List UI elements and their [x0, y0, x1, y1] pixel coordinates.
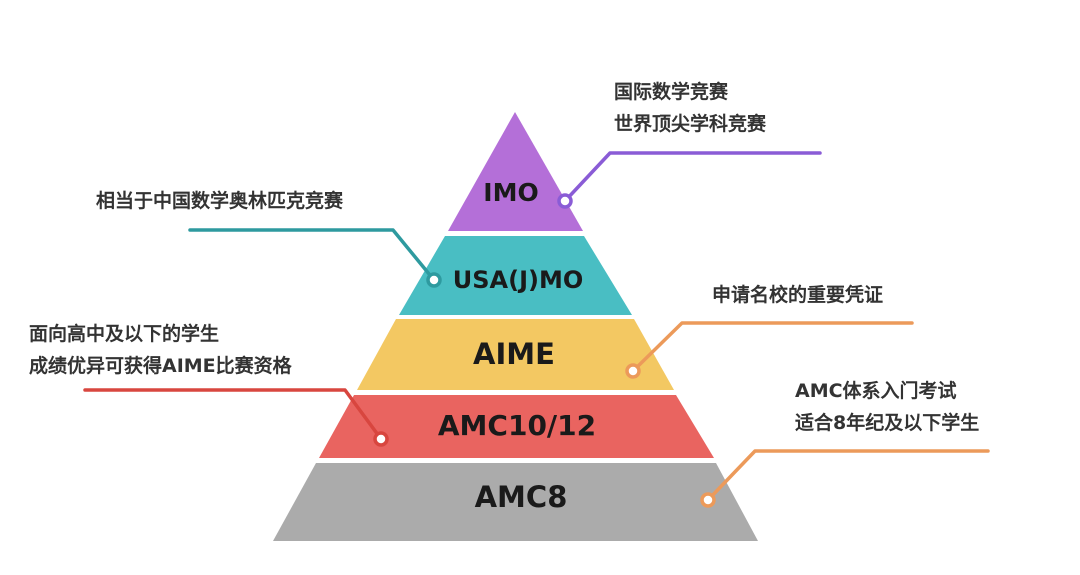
dot-amc1012 [373, 431, 389, 447]
annotation-imo: 国际数学竞赛 世界顶尖学科竞赛 [614, 76, 766, 140]
annotation-aime: 申请名校的重要凭证 [712, 279, 883, 311]
dot-usajmo [426, 272, 442, 288]
annotation-amc8: AMC体系入门考试 适合8年纪及以下学生 [795, 375, 979, 439]
tier-imo [448, 112, 583, 231]
dot-imo [557, 193, 573, 209]
tier-amc1012 [319, 395, 714, 458]
tier-label-imo: IMO [483, 178, 538, 207]
annotation-aime-line-1: 申请名校的重要凭证 [712, 284, 884, 306]
annotation-amc8-line-1: AMC体系入门考试 [795, 380, 957, 402]
tier-label-amc1012: AMC10/12 [438, 409, 596, 442]
tier-label-amc8: AMC8 [475, 480, 568, 514]
tier-aime [357, 319, 674, 390]
annotation-usajmo: 相当于中国数学奥林匹克竞赛 [96, 185, 343, 217]
connector-amc1012 [83, 388, 383, 441]
annotation-imo-line-1: 国际数学竞赛 [614, 81, 729, 103]
annotation-imo-line-2: 世界顶尖学科竞赛 [614, 113, 767, 135]
annotation-amc1012: 面向高中及以下的学生 成绩优异可获得AIME比赛资格 [29, 318, 292, 382]
annotation-amc8-line-2: 适合8年纪及以下学生 [795, 412, 980, 434]
dot-amc8 [700, 492, 716, 508]
tier-label-aime: AIME [473, 337, 555, 371]
connector-imo [563, 151, 822, 203]
connector-usajmo [188, 228, 436, 282]
tier-label-usajmo: USA(J)MO [453, 266, 584, 294]
connector-amc8 [706, 449, 990, 502]
tier-usajmo [399, 236, 632, 315]
annotation-amc1012-line-2: 成绩优异可获得AIME比赛资格 [29, 355, 292, 377]
dot-aime [625, 363, 641, 379]
annotation-amc1012-line-1: 面向高中及以下的学生 [29, 323, 220, 345]
connector-aime [631, 321, 914, 373]
tier-amc8 [273, 463, 758, 541]
annotation-usajmo-line-1: 相当于中国数学奥林匹克竞赛 [96, 190, 344, 212]
